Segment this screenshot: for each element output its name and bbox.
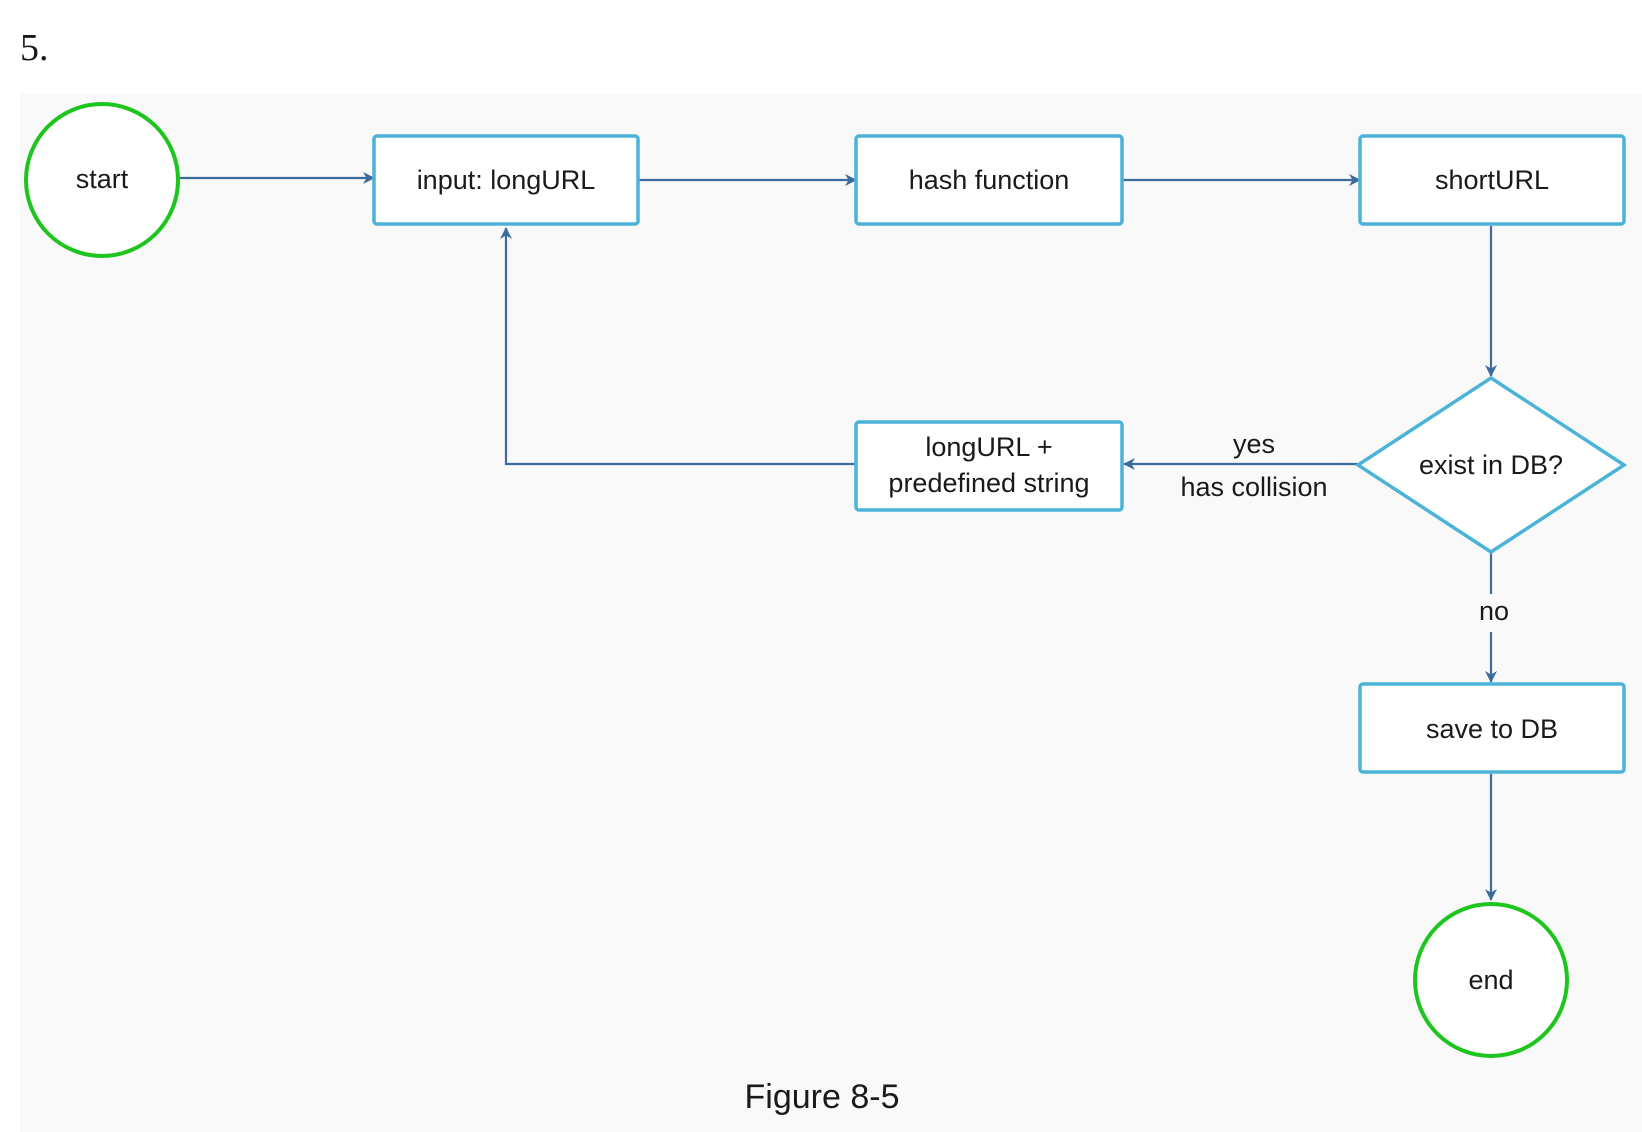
input-longurl-node — [372, 134, 640, 226]
longurl-predefined-node — [854, 420, 1124, 512]
start-node — [24, 102, 180, 258]
edge-retry-to-input — [500, 227, 856, 466]
save-to-db-label: save to DB — [1426, 714, 1558, 744]
exist-in-db-label: exist in DB? — [1419, 450, 1563, 480]
end-node — [1413, 902, 1569, 1058]
longurl-predefined-label-line1: longURL + — [925, 432, 1052, 462]
shorturl-node — [1358, 134, 1626, 226]
exist-in-db-decision — [1354, 375, 1628, 555]
longurl-predefined-label-line2: predefined string — [888, 468, 1089, 498]
step-number: 5. — [20, 27, 49, 69]
save-to-db-node — [1358, 682, 1626, 774]
edge-label-no: no — [1479, 596, 1509, 626]
figure-caption: Figure 8-5 — [745, 1078, 900, 1116]
start-label: start — [76, 164, 129, 194]
edge-label-yes: yes — [1233, 429, 1275, 459]
edge-label-has-collision: has collision — [1180, 472, 1327, 502]
input-longurl-label: input: longURL — [417, 165, 596, 195]
hash-function-label: hash function — [909, 165, 1070, 195]
shorturl-label: shortURL — [1435, 165, 1549, 195]
end-label: end — [1468, 965, 1513, 995]
diagram-canvas — [20, 94, 1642, 1132]
hash-function-node — [854, 134, 1124, 226]
